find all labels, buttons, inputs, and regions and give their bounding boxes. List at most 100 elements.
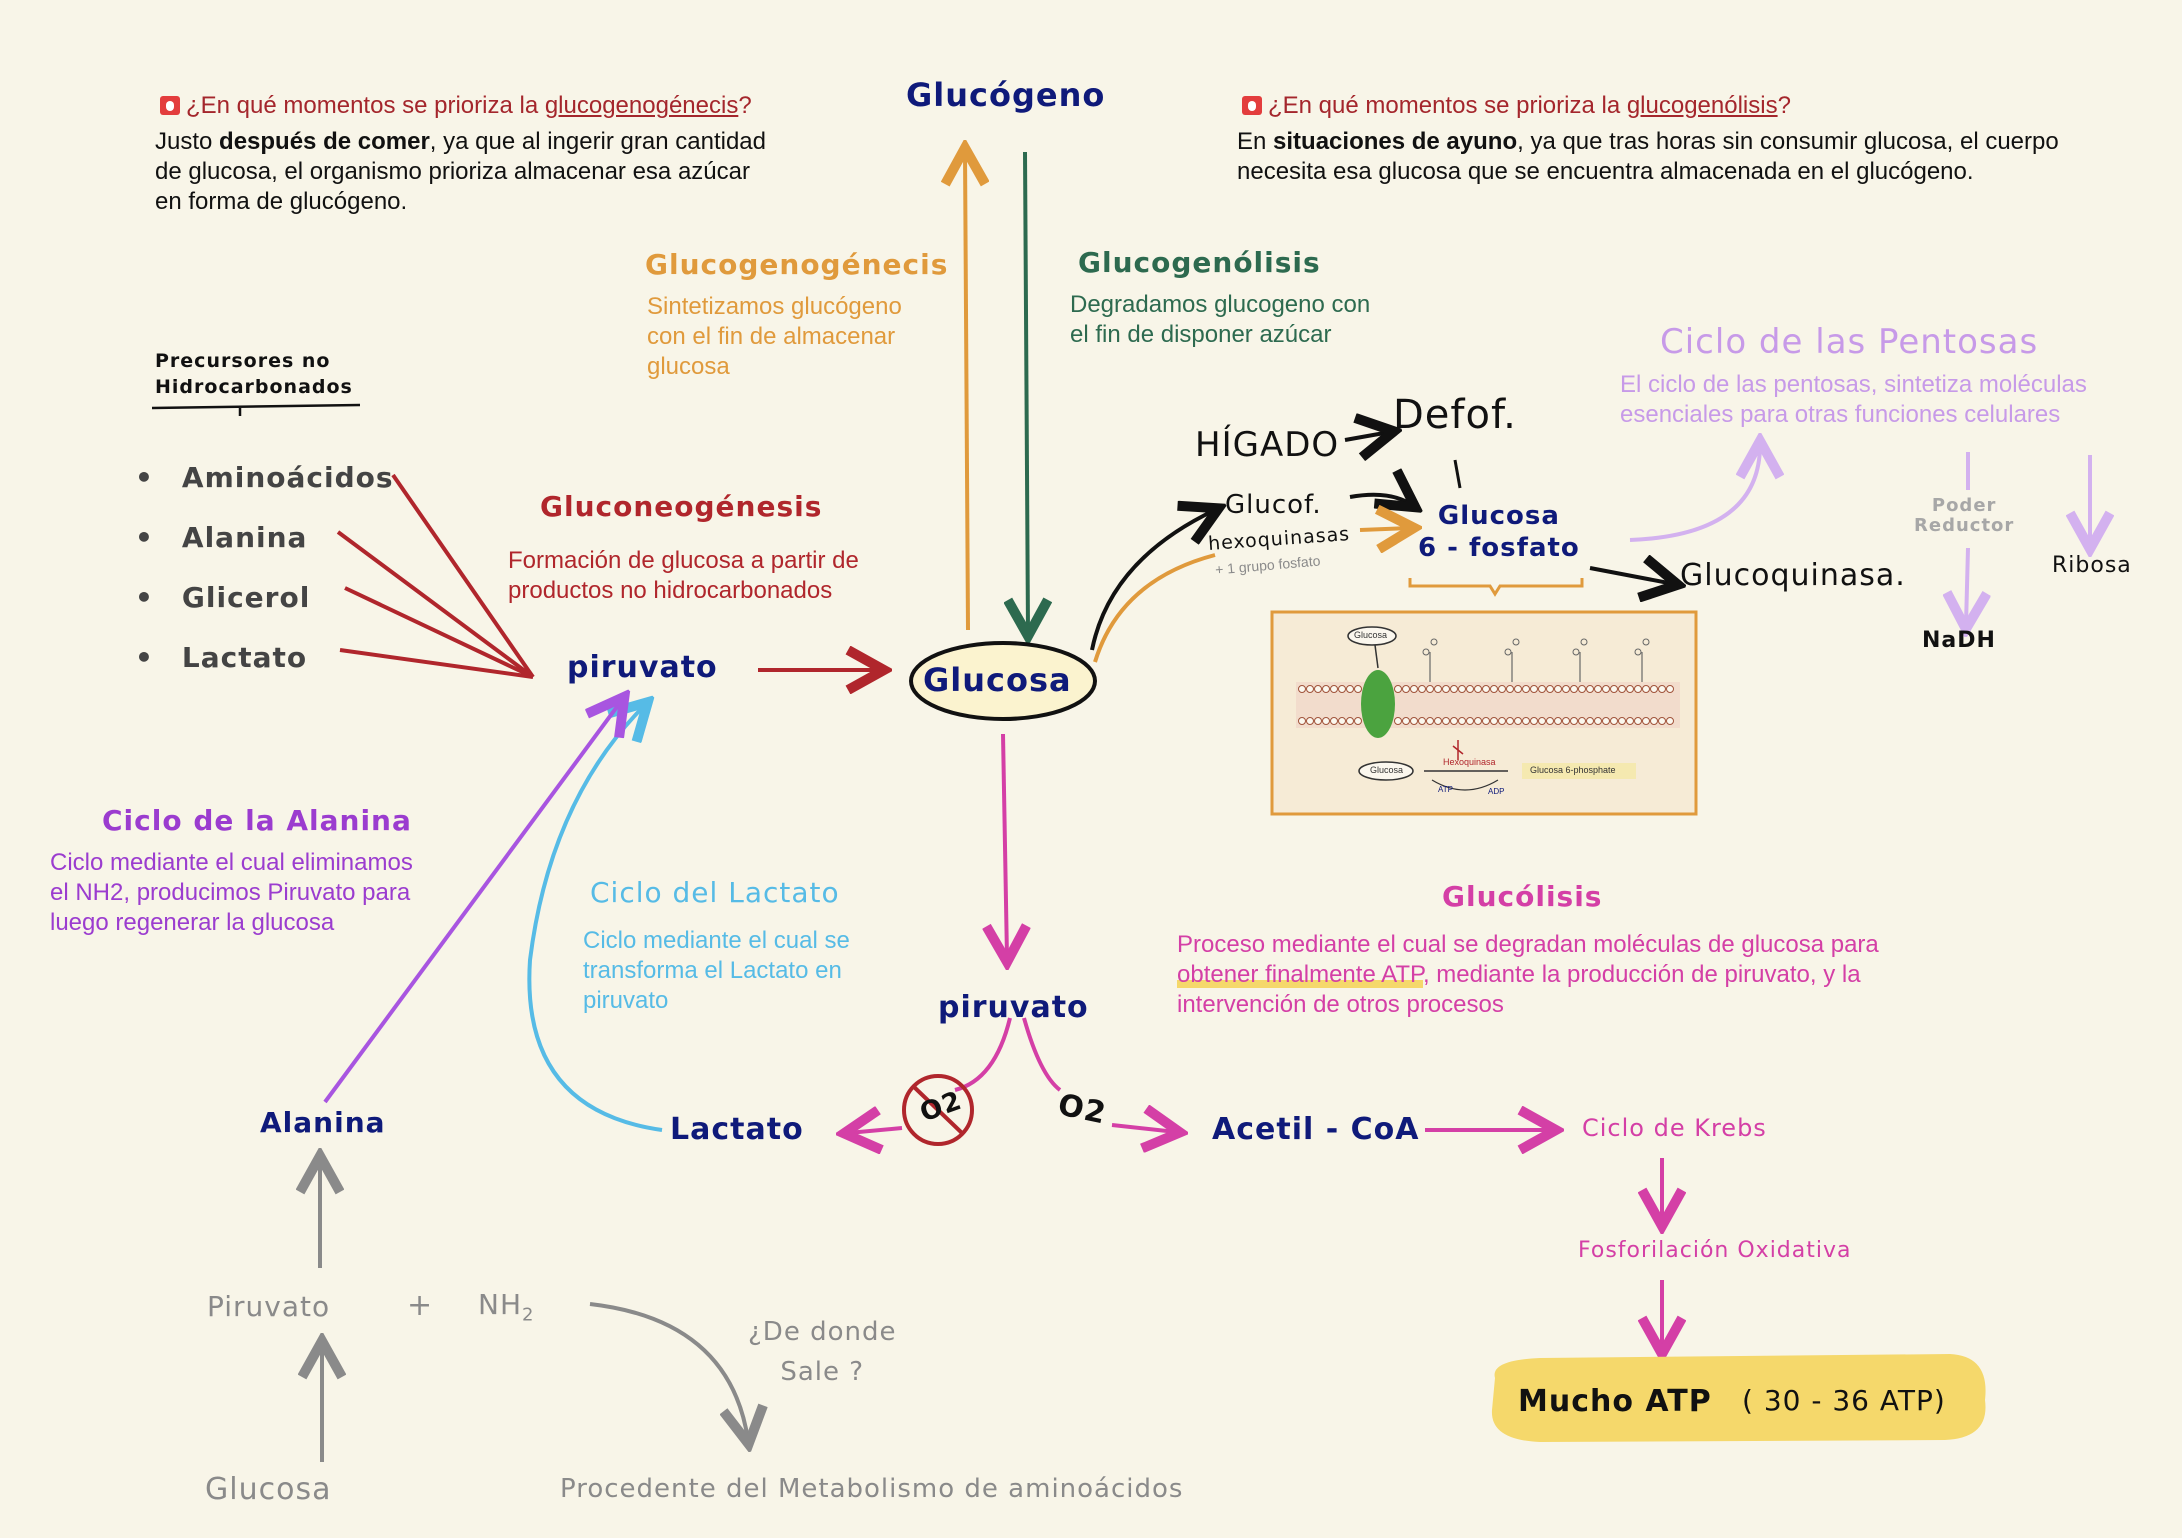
alanina-cycle-title: Ciclo de la Alanina	[102, 804, 412, 837]
lipid-head	[1618, 685, 1626, 693]
lipid-head	[1650, 717, 1658, 725]
lipid-head	[1610, 717, 1618, 725]
lipid-head	[1634, 717, 1642, 725]
glucosa-center: Glucosa	[923, 661, 1072, 699]
answer-glucogenolisis: En situaciones de ayuno, ya que tras hor…	[1237, 128, 2059, 185]
membrane-hexoquinasa: Hexoquinasa	[1443, 757, 1496, 767]
lipid-head	[1554, 717, 1562, 725]
glucosa-ellipse	[909, 641, 1097, 721]
line-lactato	[339, 648, 534, 679]
lipid-head	[1306, 685, 1314, 693]
lipid-head	[1314, 685, 1322, 693]
glucogenogenesis-title: Glucogenogénecis	[645, 248, 949, 281]
precursor-list: •Aminoácidos •Alanina •Glicerol •Lactato	[135, 448, 394, 688]
lipid-head	[1658, 717, 1666, 725]
membrane-diagram	[1270, 610, 1698, 816]
piruvato-gray: Piruvato	[207, 1290, 331, 1323]
list-item: •Lactato	[135, 641, 308, 674]
membrane-adp: ADP	[1488, 787, 1505, 796]
lipid-head	[1626, 717, 1634, 725]
higado-label: HÍGADO	[1195, 425, 1340, 465]
procedente-label: Procedente del Metabolismo de aminoácido…	[560, 1474, 1184, 1504]
no-oxygen-icon	[902, 1074, 974, 1146]
question-glucogenogenesis: ¿En qué momentos se prioriza la glucogen…	[158, 92, 752, 120]
glucolisis-title: Glucólisis	[1442, 880, 1603, 913]
arrow-poder-reductor	[1966, 547, 1968, 625]
alarm-icon	[160, 96, 180, 115]
link-glucogenolisis[interactable]: glucogenólisis	[1626, 92, 1778, 119]
lipid-head	[1538, 685, 1546, 693]
lipid-head	[1402, 717, 1410, 725]
lipid-head	[1666, 685, 1674, 693]
line-glicerol	[344, 586, 534, 679]
mucho-atp-label: Mucho ATP	[1518, 1384, 1712, 1419]
lipid-head	[1410, 685, 1418, 693]
lipid-head	[1650, 685, 1658, 693]
membrane-glucosa-out: Glucosa	[1354, 630, 1388, 640]
arrow-glucosa-to-glucogeno	[965, 152, 968, 631]
pentosas-title: Ciclo de las Pentosas	[1660, 322, 2039, 362]
brace-g6p	[1408, 578, 1584, 597]
lipid-head	[1442, 717, 1450, 725]
lipid-head	[1466, 717, 1474, 725]
krebs-label: Ciclo de Krebs	[1582, 1114, 1767, 1142]
lipid-head	[1610, 685, 1618, 693]
lipid-head	[1490, 717, 1498, 725]
branch-left	[954, 1017, 1012, 1092]
lipid-head	[1514, 717, 1522, 725]
lipid-head	[1466, 685, 1474, 693]
lactato-label: Lactato	[670, 1112, 804, 1147]
alanina-label: Alanina	[260, 1106, 386, 1139]
lipid-head	[1530, 685, 1538, 693]
glycan-unit	[1642, 638, 1650, 646]
lipid-head	[1594, 685, 1602, 693]
arrow-g6p-to-pentosas	[1629, 445, 1760, 542]
arrow-hexo-to-g6p	[1359, 528, 1410, 530]
arrow-lactato-cycle	[527, 705, 663, 1132]
glucosa-gray: Glucosa	[205, 1472, 332, 1507]
lipid-head	[1322, 717, 1330, 725]
plus-sign: +	[407, 1288, 434, 1323]
glycan-unit	[1580, 638, 1588, 646]
lipid-head	[1474, 717, 1482, 725]
defof-label: Defof.	[1393, 392, 1517, 438]
lipid-head	[1338, 685, 1346, 693]
lipid-head	[1602, 685, 1610, 693]
lipid-head	[1498, 685, 1506, 693]
lipid-head	[1538, 717, 1546, 725]
lipid-head	[1354, 717, 1362, 725]
lipid-head	[1546, 685, 1554, 693]
lipid-head	[1530, 717, 1538, 725]
glycan-unit	[1634, 648, 1642, 656]
lipid-head	[1658, 685, 1666, 693]
lipid-head	[1426, 685, 1434, 693]
glycan-unit	[1512, 638, 1520, 646]
lipid-head	[1482, 717, 1490, 725]
lipid-head	[1402, 685, 1410, 693]
arrow-alanina-cycle	[323, 700, 622, 1104]
question-glucogenolisis: ¿En qué momentos se prioriza la glucogen…	[1240, 92, 1791, 120]
lipid-head	[1434, 717, 1442, 725]
arrow-glucolisis	[1003, 733, 1007, 958]
lipid-head	[1298, 717, 1306, 725]
link-glucogenogenecis[interactable]: glucogenogénecis	[544, 92, 739, 119]
arrow-glucosa-hexoquinasa	[1093, 553, 1216, 663]
lipid-head	[1434, 685, 1442, 693]
arrow-higado-to-defof	[1344, 432, 1390, 440]
list-item: •Alanina	[135, 521, 308, 554]
lipid-head	[1506, 717, 1514, 725]
lipid-head	[1578, 685, 1586, 693]
lipid-head	[1418, 685, 1426, 693]
line-alanina	[336, 530, 535, 679]
lipid-head	[1570, 717, 1578, 725]
ribosa-label: Ribosa	[2052, 553, 2132, 578]
lipid-head	[1490, 685, 1498, 693]
